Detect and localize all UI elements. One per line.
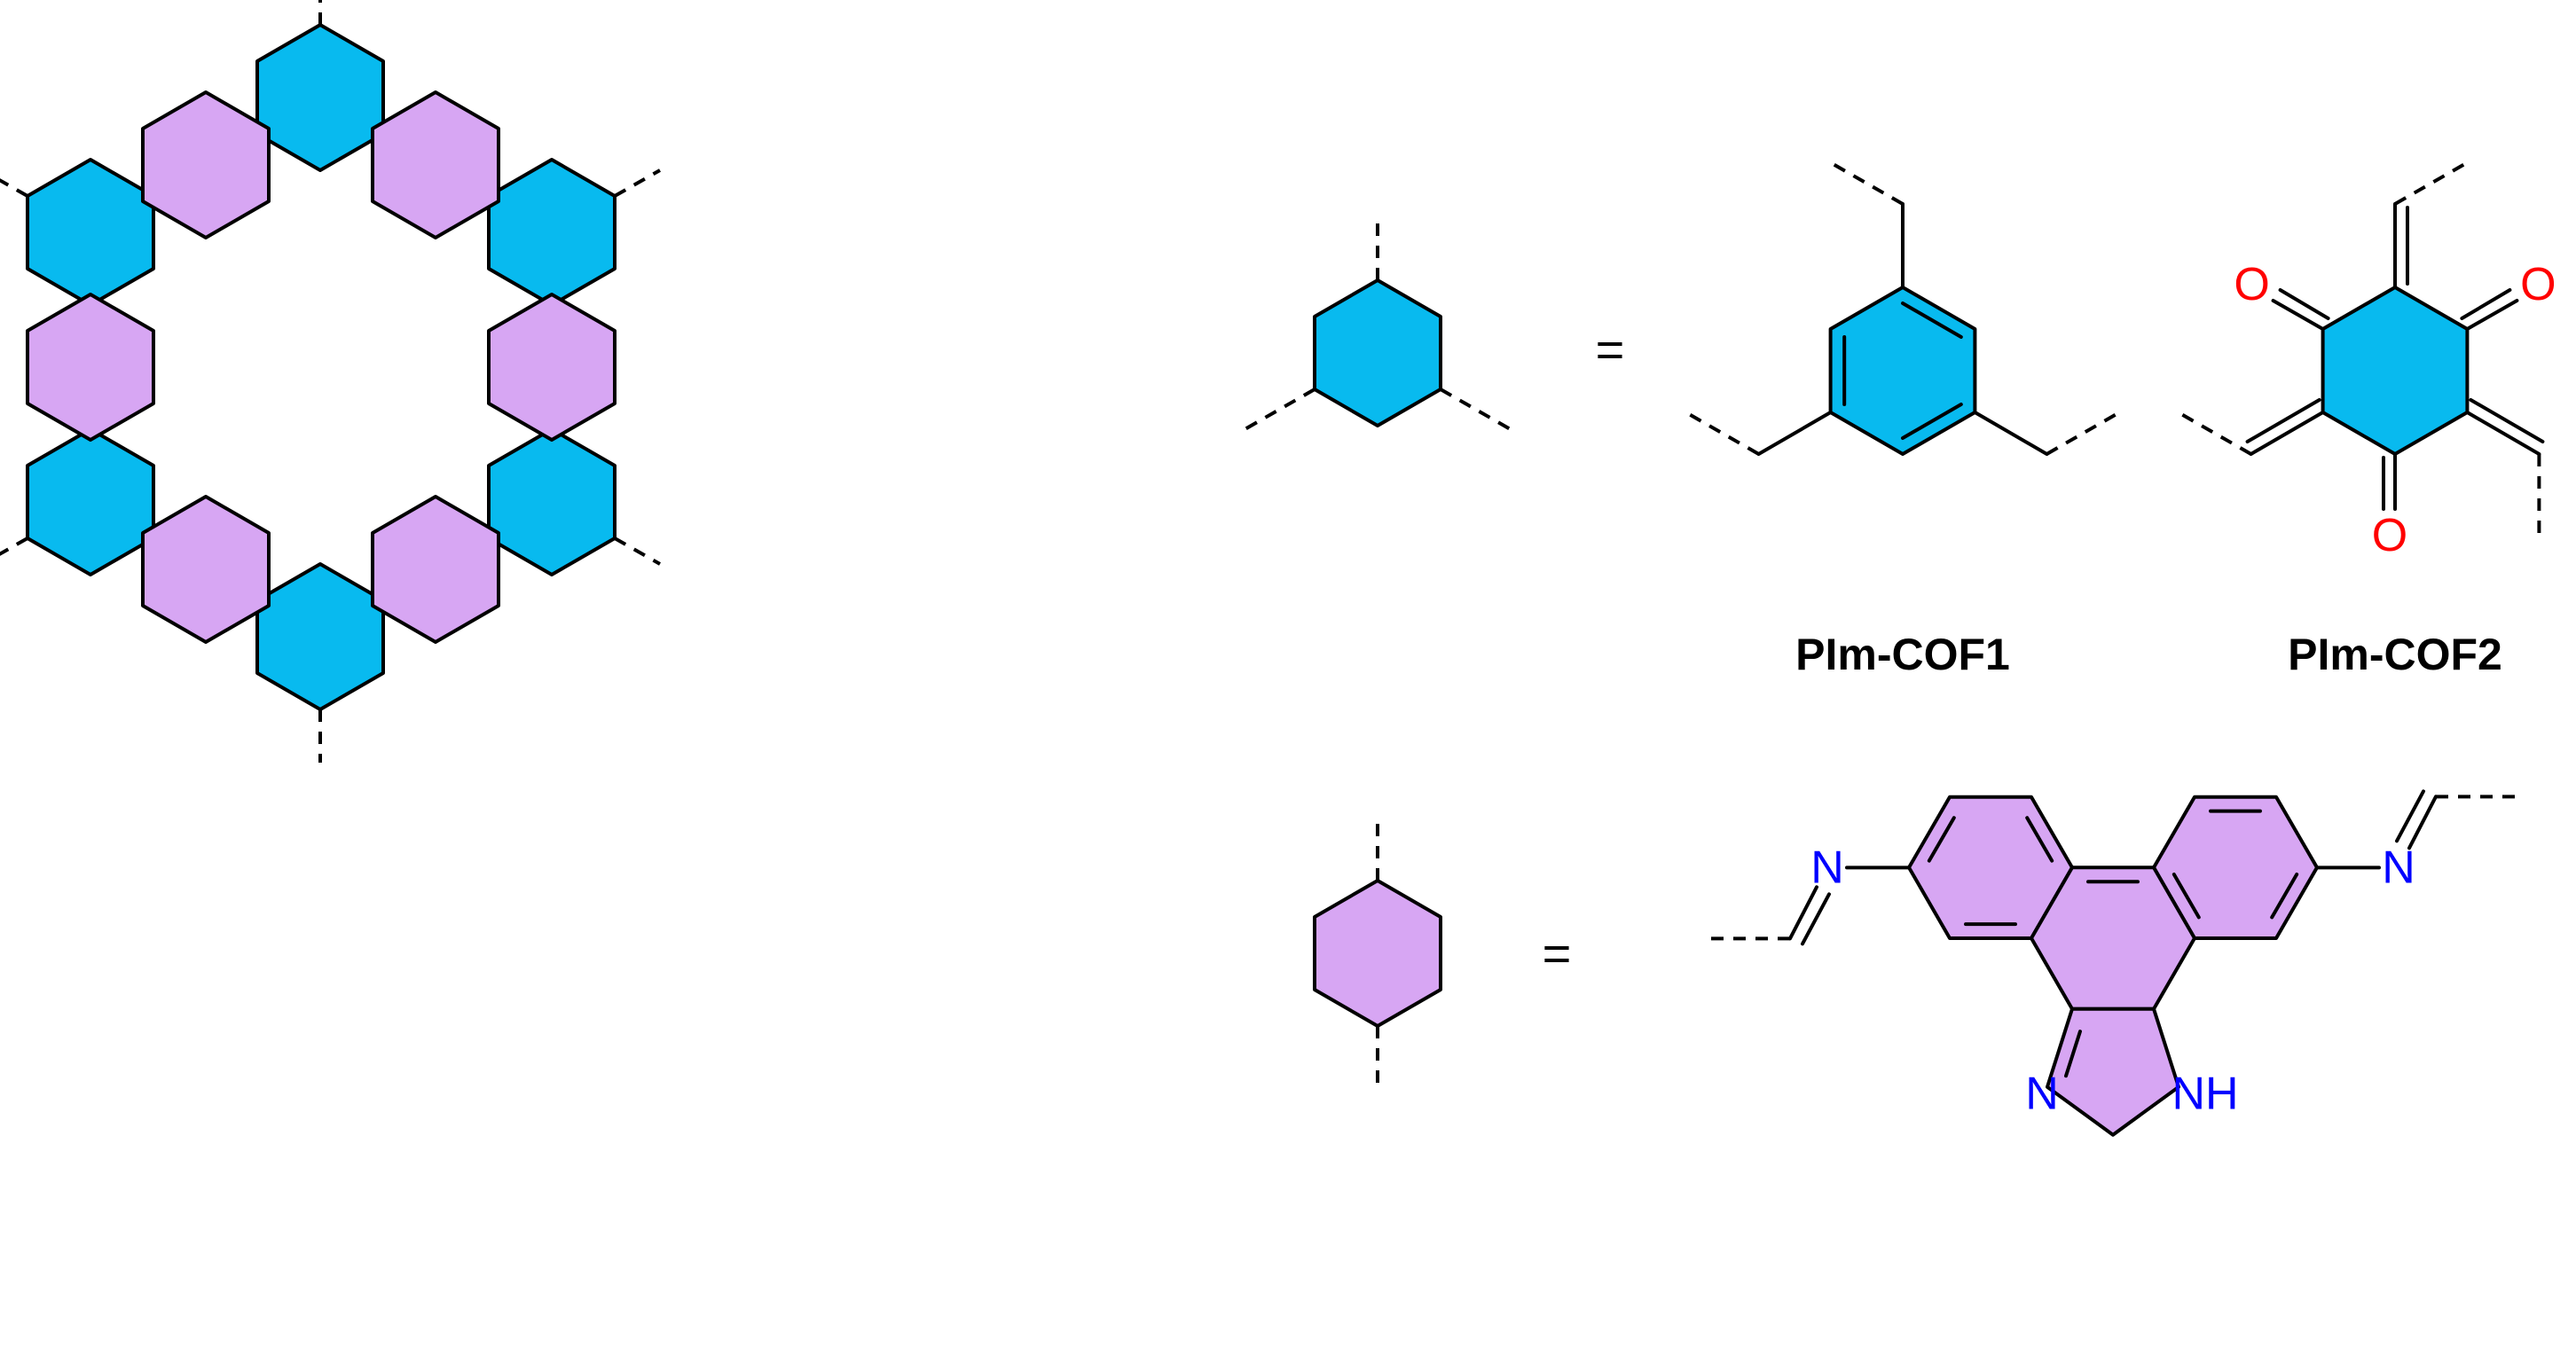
benzene-ring	[1828, 286, 1977, 456]
methylene-bond	[1756, 411, 1833, 456]
dangling-bond	[614, 168, 661, 198]
linker-hexagon	[487, 293, 617, 442]
equals-sign-node: =	[1596, 322, 1625, 378]
linker-hexagon	[371, 90, 500, 239]
exocyclic-double-bond	[2245, 398, 2321, 443]
node-hexagon	[255, 562, 385, 711]
linker-key-hexagon	[1313, 879, 1442, 1028]
dangling-bond	[0, 537, 28, 556]
double-bond	[1901, 302, 1963, 339]
node-key	[1241, 218, 1514, 433]
node-hexagon	[255, 23, 385, 172]
imidazole-ring	[2046, 1007, 2180, 1137]
nitrogen-atom: N	[1810, 842, 1844, 893]
hexagonal-framework	[0, 0, 661, 763]
cof1-structure	[1685, 161, 2121, 456]
dangling-bond	[1829, 161, 1904, 206]
nh-group: NH	[2172, 1069, 2238, 1120]
node-hexagon	[487, 427, 617, 576]
oxygen-atom: O	[2234, 259, 2269, 310]
double-bond	[1901, 403, 1963, 440]
double-bond	[2025, 816, 2054, 863]
node-hexagon	[487, 158, 617, 307]
dangling-bond	[1440, 388, 1514, 433]
exocyclic-bond	[2465, 411, 2541, 456]
dangling-bond	[614, 537, 661, 566]
exocyclic-double-bond	[2469, 398, 2545, 443]
imine-bond	[1788, 885, 1818, 941]
linker-structure: N NH N N	[1708, 789, 2517, 1137]
dangling-bond	[2046, 411, 2121, 456]
linker-key	[1313, 819, 1442, 1088]
cof2-structure: O O O	[2177, 161, 2556, 561]
carbonyl-bond	[2465, 299, 2519, 331]
cof2-label: PIm-COF2	[2288, 630, 2502, 679]
double-bond	[2270, 872, 2299, 920]
linker-hexagon	[26, 293, 155, 442]
dangling-bond	[2394, 161, 2469, 206]
oxygen-atom: O	[2520, 259, 2556, 310]
exocyclic-bond	[2249, 411, 2325, 456]
dangling-bond	[0, 178, 28, 198]
double-bond	[2172, 872, 2201, 920]
cof1-label: PIm-COF1	[1795, 630, 2010, 679]
node-hexagon	[26, 158, 155, 307]
dangling-bond	[1241, 388, 1315, 433]
imine-bond	[2407, 795, 2438, 850]
imine-double-bond	[1801, 892, 1831, 946]
nitrogen-atom: N	[2025, 1069, 2059, 1120]
linker-hexagon	[371, 495, 500, 644]
node-hexagon	[26, 427, 155, 576]
oxygen-atom: O	[2372, 510, 2407, 561]
equals-sign-linker: =	[1543, 926, 1572, 982]
linker-hexagon	[141, 495, 271, 644]
double-bond	[2064, 1030, 2082, 1078]
double-bond	[1927, 816, 1956, 863]
methylene-bond	[1973, 411, 2049, 456]
nitrogen-atom: N	[2382, 842, 2415, 893]
linker-hexagon	[141, 90, 271, 239]
carbonyl-double-bond	[2460, 288, 2512, 320]
triketone-ring	[2321, 286, 2470, 456]
imine-double-bond	[2395, 789, 2425, 843]
dangling-bond	[1685, 411, 1760, 456]
dangling-bond	[2177, 411, 2252, 456]
carbonyl-double-bond	[2278, 288, 2330, 320]
node-key-hexagon	[1313, 278, 1442, 427]
carbonyl-bond	[2271, 299, 2325, 331]
